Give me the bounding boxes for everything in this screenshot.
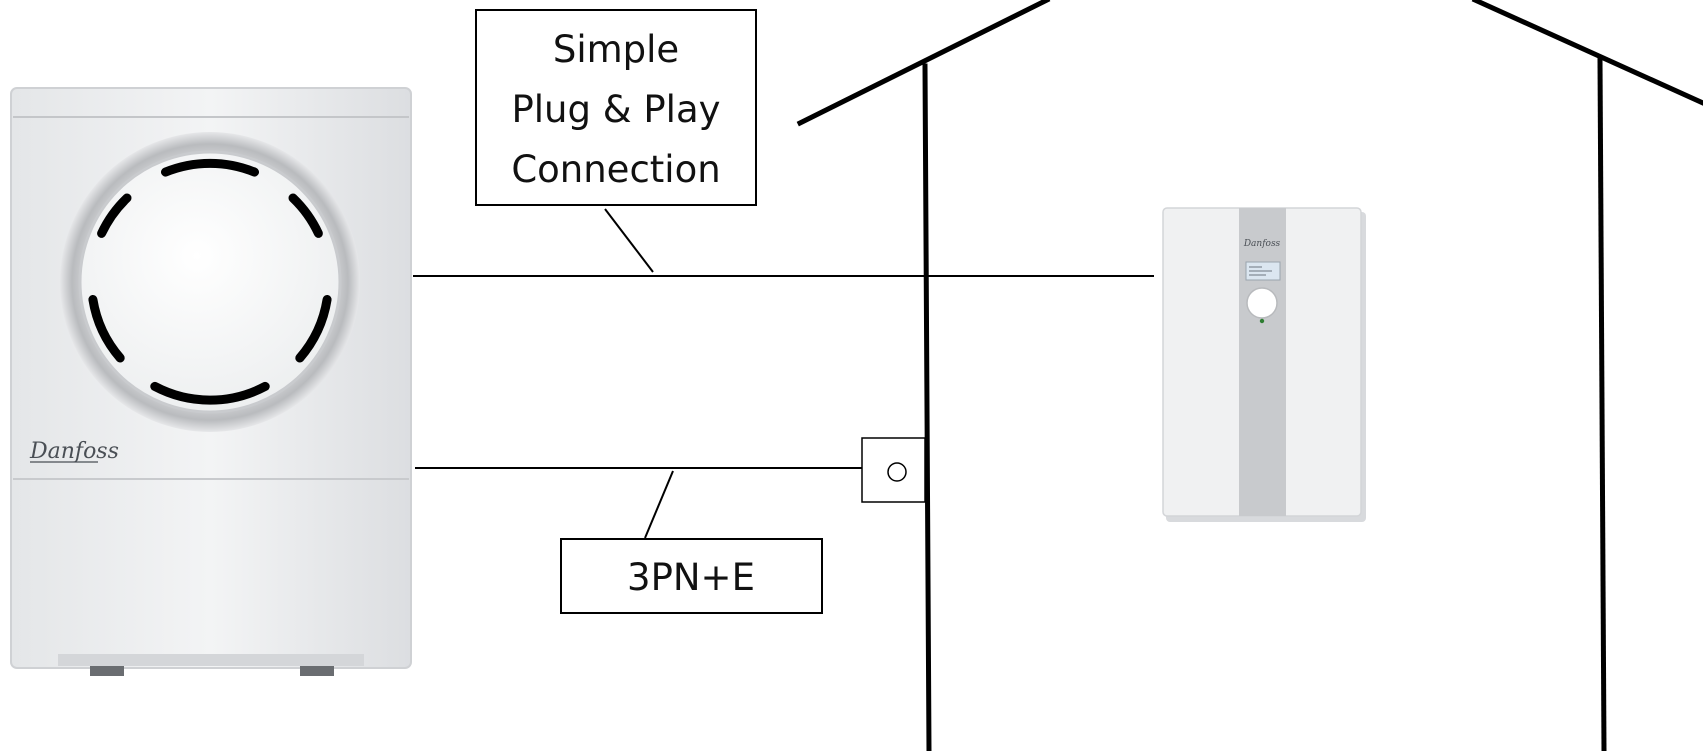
- display-readout-icon: [1249, 266, 1272, 276]
- status-led-icon: [1259, 318, 1265, 324]
- house-wall-right: [1597, 57, 1607, 751]
- power-label: 3PN+E: [627, 556, 755, 599]
- outdoor-unit-base-plate: [58, 654, 364, 666]
- indoor-unit: Danfoss: [1162, 207, 1366, 522]
- power-callout-leader: [644, 470, 674, 539]
- house-outline: [796, 0, 1703, 751]
- power-callout-box: [560, 538, 823, 614]
- connection-callout-box: [475, 9, 757, 206]
- outdoor-unit-foot-right: [300, 666, 334, 676]
- outdoor-unit-foot-left: [90, 666, 124, 676]
- wall-socket-box: [861, 437, 926, 503]
- signal-callout-leader: [604, 208, 654, 273]
- fan-grille-icon: [88, 158, 332, 405]
- connection-label-line3: Connection: [511, 148, 720, 191]
- outdoor-unit-brand-logo: Danfoss: [29, 439, 119, 464]
- connection-label-line1: Simple: [553, 28, 679, 71]
- connection-lines: [413, 208, 1154, 539]
- connection-label-line2: Plug & Play: [511, 88, 720, 131]
- roof-right: [1471, 0, 1703, 106]
- indoor-unit-control-knob: [1246, 287, 1278, 319]
- roof-left: [796, 0, 1051, 127]
- power-callout: 3PN+E: [560, 538, 823, 614]
- wall-socket: [861, 437, 926, 503]
- house-wall-left: [922, 63, 932, 751]
- outdoor-unit: Danfoss: [10, 87, 412, 676]
- fan-face: [78, 150, 342, 414]
- wall-socket-outlet-icon: [887, 462, 907, 482]
- indoor-unit-brand-logo: Danfoss: [1243, 239, 1281, 249]
- indoor-unit-stripe: [1239, 208, 1286, 516]
- connection-callout: Simple Plug & Play Connection: [475, 9, 757, 206]
